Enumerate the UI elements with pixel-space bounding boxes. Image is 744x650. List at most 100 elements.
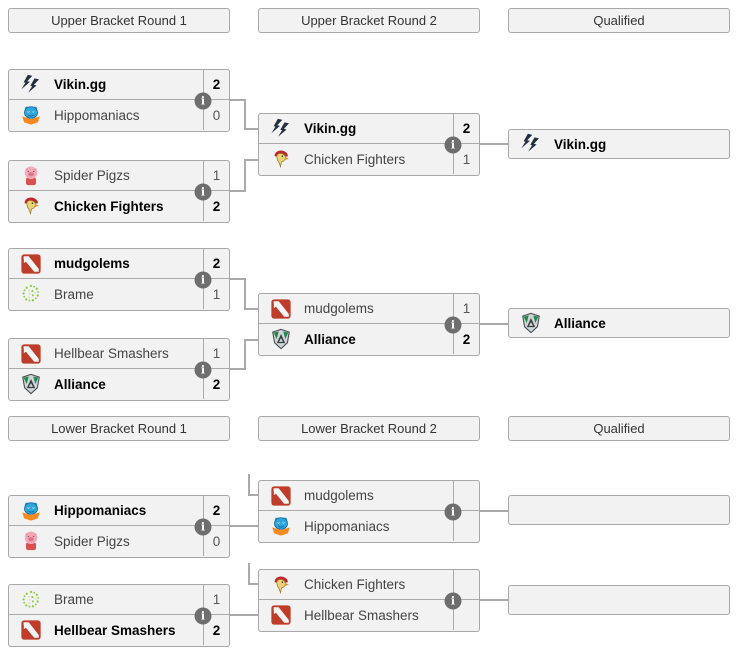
team-name: Chicken Fighters [304,151,406,167]
team-score: 1 [203,279,229,309]
header-label: Lower Bracket Round 2 [301,421,437,436]
match-info-icon[interactable]: i [444,316,462,333]
header-label: Upper Bracket Round 2 [301,13,437,28]
bracket-connector [244,308,258,310]
vikin-gg-logo-icon [509,133,553,155]
match-lb-r1-2: Brame 1 Hellbear Smashers 2 i [8,584,230,647]
alliance-logo-icon [509,312,553,334]
team-row[interactable]: Alliance 2 [259,324,479,354]
bracket-connector [248,474,250,496]
team-score [453,481,479,510]
match-info-icon[interactable]: i [444,503,462,520]
team-score: 0 [203,526,229,556]
bracket-connector [480,599,508,601]
team-row[interactable]: Hellbear Smashers 1 [9,339,229,369]
info-glyph: i [200,363,206,376]
mudgolems-logo-icon [259,485,303,507]
match-ub-r2-2: mudgolems 1 Alliance 2 i [258,293,480,356]
team-row[interactable]: Alliance 2 [9,369,229,399]
info-glyph: i [450,594,456,607]
bracket-connector [230,190,246,192]
team-row[interactable]: Chicken Fighters 1 [259,144,479,174]
header-qualified-bottom: Qualified [508,416,730,441]
hellbear-smashers-logo-icon [259,604,303,626]
team-score: 2 [453,114,479,143]
team-row[interactable]: Chicken Fighters [259,570,479,600]
qualified-team-name: Alliance [554,315,606,331]
team-row[interactable]: Chicken Fighters 2 [9,191,229,221]
bracket-connector [230,614,258,616]
bracket-connector [244,339,258,341]
bracket-connector [230,368,246,370]
team-row[interactable]: Vikin.gg 2 [259,114,479,144]
bracket-connector [480,323,508,325]
team-name: Spider Pigzs [54,168,130,183]
bracket-connector [244,339,246,370]
match-ub-r1-2: Spider Pigzs 1 Chicken Fighters 2 i [8,160,230,223]
match-ub-r2-1: Vikin.gg 2 Chicken Fighters 1 i [258,113,480,176]
team-name: Alliance [54,376,106,392]
match-info-icon[interactable]: i [444,592,462,609]
header-label: Upper Bracket Round 1 [51,13,187,28]
team-name: Hippomaniacs [54,107,140,123]
header-lower-bracket-round-1: Lower Bracket Round 1 [8,416,230,441]
team-score: 2 [203,191,229,221]
match-info-icon[interactable]: i [194,361,212,378]
qualified-team-box[interactable]: Vikin.gg [508,129,730,159]
team-score [453,600,479,630]
team-name: Chicken Fighters [54,198,164,214]
info-glyph: i [450,138,456,151]
team-name: Hippomaniacs [54,503,147,518]
bracket-connector [244,278,246,310]
team-name: mudgolems [304,301,374,316]
team-name: Hellbear Smashers [54,622,176,638]
qualified-team-name: Vikin.gg [554,136,607,152]
match-info-icon[interactable]: i [194,183,212,200]
team-row[interactable]: Spider Pigzs 0 [9,526,229,556]
team-row[interactable]: Brame 1 [9,279,229,309]
match-info-icon[interactable]: i [194,92,212,109]
team-row[interactable]: Brame 1 [9,585,229,615]
team-row[interactable]: Vikin.gg 2 [9,70,229,100]
bracket-connector [244,159,258,161]
team-row[interactable]: Hippomaniacs 0 [9,100,229,130]
team-row[interactable]: mudgolems 1 [259,294,479,324]
info-glyph: i [200,273,206,286]
header-label: Qualified [593,13,645,28]
hellbear-smashers-logo-icon [9,619,53,641]
info-glyph: i [450,505,456,518]
info-glyph: i [200,185,206,198]
match-info-icon[interactable]: i [194,271,212,288]
qualified-empty-box [508,585,730,615]
team-row[interactable]: mudgolems [259,481,479,511]
team-score: 1 [203,339,229,368]
bracket-connector [248,583,258,585]
header-qualified-top: Qualified [508,8,730,33]
team-score [453,511,479,541]
team-score: 2 [203,369,229,399]
qualified-empty-box [508,495,730,525]
header-label: Lower Bracket Round 1 [51,421,187,436]
team-row[interactable]: Hippomaniacs 2 [9,496,229,526]
team-score: 2 [453,324,479,354]
team-score: 1 [453,144,479,174]
vikin-gg-logo-icon [259,118,303,140]
team-row[interactable]: Hellbear Smashers 2 [9,615,229,645]
info-glyph: i [450,318,456,331]
team-row[interactable]: Hippomaniacs [259,511,479,541]
alliance-logo-icon [259,328,303,350]
team-name: Alliance [304,331,356,347]
team-name: Brame [54,286,94,302]
match-info-icon[interactable]: i [194,518,212,535]
chicken-fighters-logo-icon [259,574,303,596]
info-glyph: i [200,609,206,622]
header-lower-bracket-round-2: Lower Bracket Round 2 [258,416,480,441]
match-info-icon[interactable]: i [444,136,462,153]
team-row[interactable]: Spider Pigzs 1 [9,161,229,191]
qualified-team-box[interactable]: Alliance [508,308,730,338]
bracket-connector [248,563,250,585]
team-row[interactable]: mudgolems 2 [9,249,229,279]
team-row[interactable]: Hellbear Smashers [259,600,479,630]
match-info-icon[interactable]: i [194,607,212,624]
